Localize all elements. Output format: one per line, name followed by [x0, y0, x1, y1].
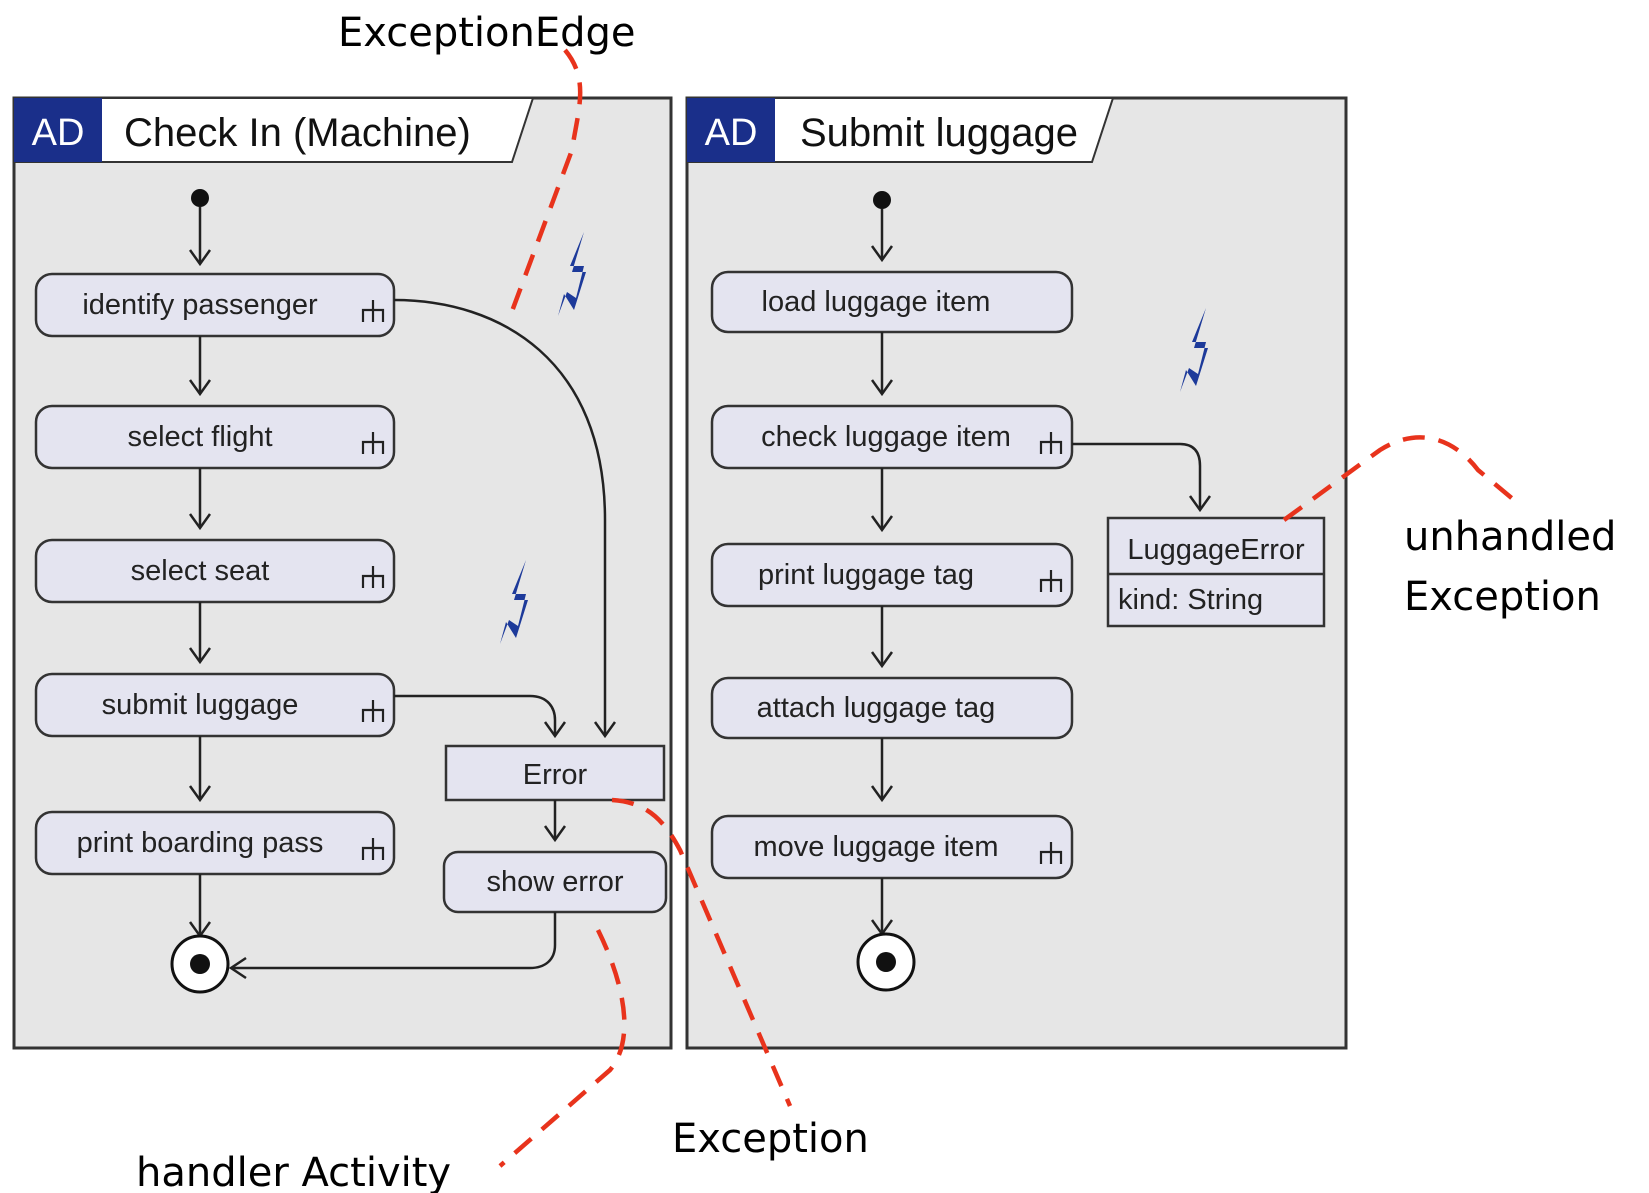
action-submit-luggage: submit luggage [34, 672, 396, 738]
action-label: move luggage item [753, 831, 998, 863]
luggage-error-attribute: kind: String [1118, 584, 1263, 616]
left-initial-node-icon [191, 189, 209, 207]
annotation-handler-activity: handler Activity [136, 1150, 451, 1193]
action-label: attach luggage tag [757, 692, 996, 724]
right-frame-kind: AD [705, 112, 758, 154]
action-check-luggage-item: check luggage item [710, 404, 1074, 470]
callout-exception [611, 797, 793, 1107]
action-select-seat: select seat [34, 538, 396, 604]
annotation-exception: Exception [672, 1116, 869, 1162]
action-label: print luggage tag [758, 559, 974, 591]
left-frame-title: Check In (Machine) [124, 111, 471, 155]
action-label: print boarding pass [77, 827, 324, 859]
action-load-luggage-item: load luggage item [710, 270, 1074, 334]
right-frame-ad-badge [687, 98, 775, 162]
action-label: load luggage item [762, 286, 991, 318]
luggage-error-class: LuggageError kind: String [1106, 516, 1326, 628]
action-label: check luggage item [761, 421, 1011, 453]
left-frame-kind: AD [32, 112, 85, 154]
action-show-error: show error [442, 850, 668, 914]
action-print-boarding-pass: print boarding pass [34, 810, 396, 876]
luggage-error-name: LuggageError [1127, 534, 1305, 566]
right-initial-node-icon [873, 191, 891, 209]
action-label: select flight [127, 421, 272, 453]
callout-unhandled-exception [1282, 435, 1522, 522]
exception-edge-check [1072, 442, 1202, 508]
right-final-node-icon [856, 932, 916, 992]
action-print-luggage-tag: print luggage tag [710, 542, 1074, 608]
exception-edge-identify [393, 298, 607, 734]
action-label: select seat [131, 555, 270, 587]
action-identify-passenger: identify passenger [34, 272, 396, 338]
annotation-unhandled-line2: Exception [1404, 574, 1601, 620]
action-label: submit luggage [102, 689, 299, 721]
callout-exception-edge [505, 48, 583, 323]
action-label: show error [487, 866, 624, 898]
right-frame-title: Submit luggage [800, 111, 1078, 155]
action-select-flight: select flight [34, 404, 396, 470]
callout-handler-activity [498, 929, 627, 1168]
annotation-exception-edge: ExceptionEdge [338, 10, 636, 56]
action-move-luggage-item: move luggage item [710, 814, 1074, 880]
error-label: Error [523, 759, 588, 791]
left-frame-ad-badge [14, 98, 102, 162]
left-final-node-icon [170, 934, 230, 994]
error-object-node: Error [444, 744, 666, 802]
action-label: identify passenger [82, 289, 318, 321]
exception-edge-submit [394, 694, 557, 734]
annotation-unhandled-line1: unhandled [1404, 514, 1616, 560]
action-attach-luggage-tag: attach luggage tag [710, 676, 1074, 740]
